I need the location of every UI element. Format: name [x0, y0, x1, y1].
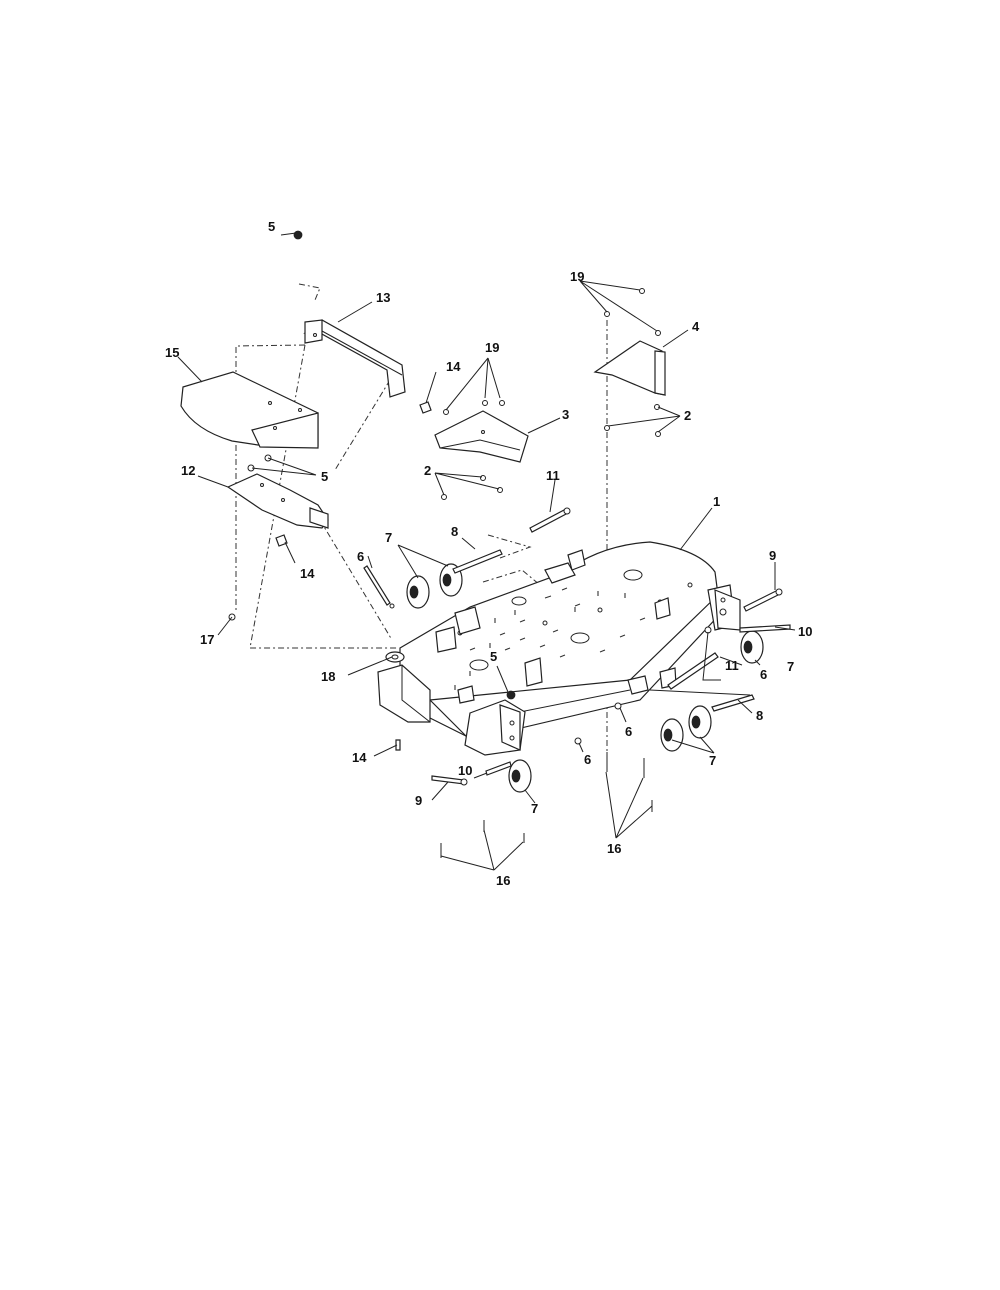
part-4-shield	[593, 340, 666, 396]
callout-10-bottom: 10	[458, 763, 472, 778]
part-9-bolts	[431, 588, 783, 786]
callout-11-right: 11	[725, 658, 739, 673]
callout-11-top: 11	[546, 468, 560, 483]
part-1-mower-deck	[377, 541, 741, 756]
wheel-right-c	[688, 705, 712, 739]
callout-2-mid: 2	[424, 463, 431, 478]
callout-16-left: 16	[496, 873, 510, 888]
callout-8-right: 8	[756, 708, 763, 723]
callout-3: 3	[562, 407, 569, 422]
part-11-bolts	[529, 507, 719, 690]
callout-14-mid: 14	[300, 566, 315, 581]
callout-8-top: 8	[451, 524, 458, 539]
wheel-bottom	[508, 759, 532, 793]
callout-14-bottom: 14	[352, 750, 367, 765]
callout-6-center: 6	[625, 724, 632, 739]
callout-6-bottom: 6	[584, 752, 591, 767]
callout-19-right: 19	[570, 269, 584, 284]
part-3-shield	[434, 410, 529, 463]
wheel-left-a	[406, 575, 430, 609]
part-18-spacer	[385, 651, 405, 663]
callout-5-center: 5	[490, 649, 497, 664]
callout-13: 13	[376, 290, 390, 305]
callout-4: 4	[692, 319, 700, 334]
part-8-axles	[452, 549, 755, 712]
callout-6-right: 6	[760, 667, 767, 682]
callout-16-right: 16	[607, 841, 621, 856]
part-12-bracket	[226, 473, 329, 529]
callout-5-left: 5	[321, 469, 328, 484]
callout-15: 15	[165, 345, 179, 360]
part-15-side-shield	[180, 371, 319, 449]
callout-7-bottom: 7	[531, 801, 538, 816]
callout-9-bottom: 9	[415, 793, 422, 808]
callout-17: 17	[200, 632, 214, 647]
leader-lines	[177, 232, 796, 871]
callout-2-right: 2	[684, 408, 691, 423]
callout-7-lowright: 7	[709, 753, 716, 768]
part-13-bracket	[303, 319, 406, 398]
callout-5-top: 5	[268, 219, 275, 234]
callout-labels: 5 13 15 14 19 19 4 3 2 2 12 5 11 1 7 8 1…	[165, 219, 812, 888]
callout-7-left: 7	[385, 530, 392, 545]
part-7-wheels	[406, 563, 764, 793]
callout-12: 12	[181, 463, 195, 478]
callout-19-mid: 19	[485, 340, 499, 355]
callout-7-right: 7	[787, 659, 794, 674]
callout-18: 18	[321, 669, 335, 684]
callout-6-left: 6	[357, 549, 364, 564]
callout-1: 1	[713, 494, 720, 509]
callout-10-right: 10	[798, 624, 812, 639]
callout-9-right: 9	[769, 548, 776, 563]
wheel-right-a	[740, 630, 764, 664]
callout-14-top: 14	[446, 359, 461, 374]
wheel-right-b	[660, 718, 684, 752]
